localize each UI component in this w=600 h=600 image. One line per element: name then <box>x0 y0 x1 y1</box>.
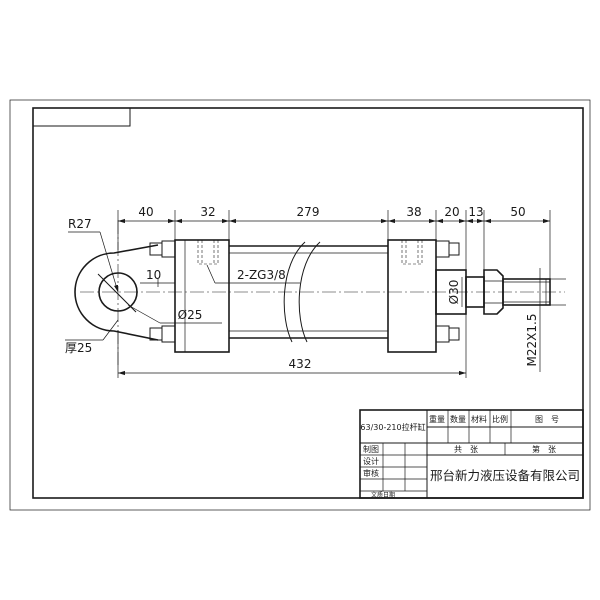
threaded-rod-end <box>502 278 551 306</box>
outer-border <box>9 99 591 511</box>
checked-label: 审核 <box>363 468 379 478</box>
col-scale: 比例 <box>492 414 508 424</box>
sheets-total: 共 张 <box>454 445 478 454</box>
dim-label-32: 32 <box>200 205 215 219</box>
break-line <box>298 241 321 343</box>
dim-label-50: 50 <box>510 205 525 219</box>
cylinder-view: 40 32 279 38 20 13 50 R27 10 2-ZG3/8 Ø25… <box>65 205 566 378</box>
doc-date-label: 文质日期 <box>371 491 395 499</box>
company-name: 邢台新力液压设备有限公司 <box>430 468 580 483</box>
tie-rod-nut <box>435 325 450 343</box>
break-line <box>283 241 306 343</box>
front-port <box>197 239 219 265</box>
col-quantity: 数量 <box>450 414 466 424</box>
dim-label-40: 40 <box>138 205 153 219</box>
dim-label-279: 279 <box>297 205 320 219</box>
dim-label-pin-dia: Ø25 <box>178 308 203 322</box>
drawing-name: 63/30-210拉杆缸 <box>360 422 425 432</box>
dim-label-432: 432 <box>289 357 312 371</box>
dim-label-rod-thread: M22X1.5 <box>525 314 539 367</box>
dim-label-thickness: 厚25 <box>65 341 92 355</box>
dim-label-10: 10 <box>146 268 161 282</box>
dim-label-r27: R27 <box>68 217 92 231</box>
col-weight: 重量 <box>429 414 445 424</box>
col-material: 材料 <box>471 414 487 424</box>
drawn-label: 制图 <box>363 444 379 454</box>
rear-flange <box>387 239 437 353</box>
title-block: 63/30-210拉杆缸 重量 数量 材料 比例 图 号 制图 设计 审核 文质… <box>359 409 584 499</box>
tie-rod-nut <box>435 240 450 258</box>
corner-label-box <box>33 108 131 127</box>
inner-frame <box>32 107 584 499</box>
dim-label-20: 20 <box>444 205 459 219</box>
sheet-no: 第 张 <box>532 444 556 454</box>
dim-label-13: 13 <box>468 205 483 219</box>
pin-hole <box>98 272 138 312</box>
dim-label-port-thread: 2-ZG3/8 <box>237 268 286 282</box>
col-drawing-no: 图 号 <box>535 415 559 424</box>
dim-label-rod-dia: Ø30 <box>447 280 461 305</box>
designed-label: 设计 <box>363 456 379 466</box>
dim-label-38: 38 <box>406 205 421 219</box>
leader-thickness <box>102 319 119 341</box>
clevis-eye-outline <box>74 244 159 341</box>
rod-nut <box>483 269 504 315</box>
rear-port <box>401 239 423 265</box>
